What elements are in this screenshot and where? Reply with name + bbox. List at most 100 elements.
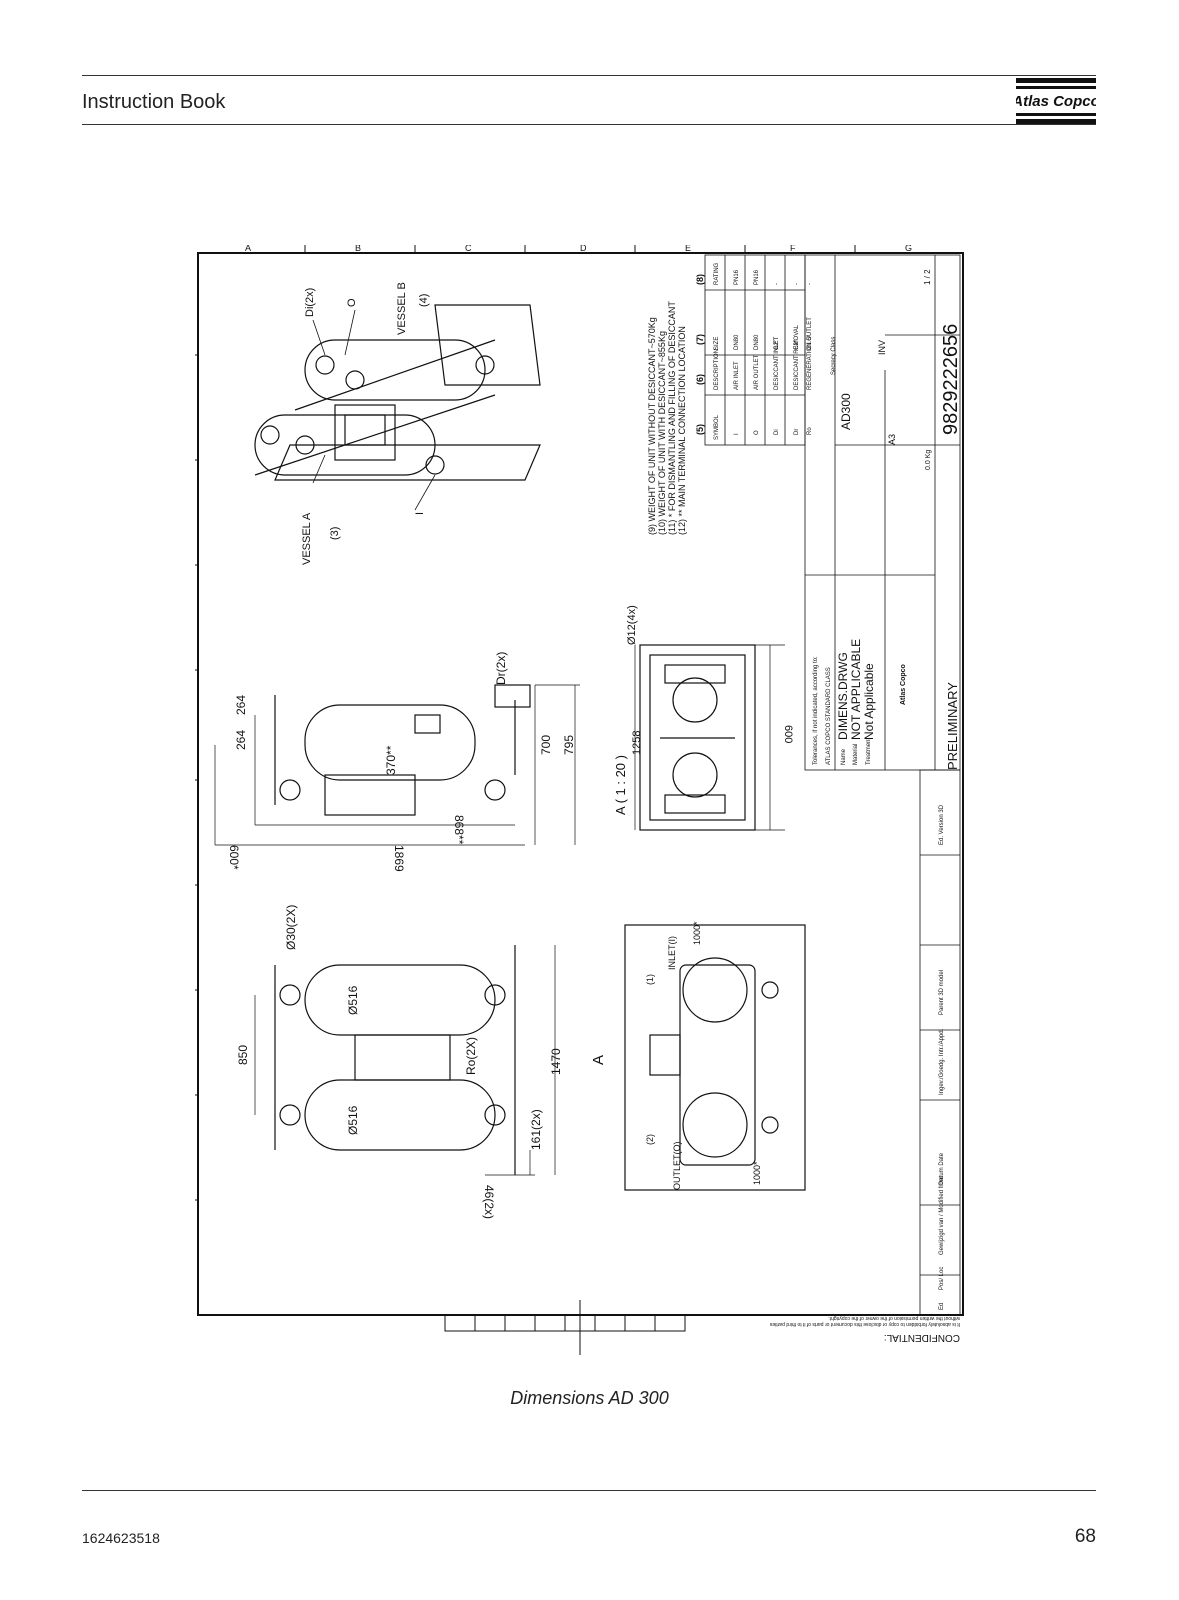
table-header: SYMBOL bbox=[714, 414, 720, 440]
name-label: Name bbox=[841, 748, 847, 765]
footer-cell: Ingev./Goedg. Intr./Appd. bbox=[939, 1028, 945, 1095]
table-cell: DESICCANT REMOVAL bbox=[794, 324, 800, 390]
dim-795: 795 bbox=[562, 735, 576, 755]
table-cell: DESICCANT INLET bbox=[774, 336, 780, 390]
confidential-block: CONFIDENTIAL: It is absolutely forbidden… bbox=[769, 1315, 960, 1343]
drawing-svg: A B C D E F G 10 9 8 7 6 5 4 3 2 1 VESSE… bbox=[183, 243, 964, 1355]
dim-370: 370** bbox=[384, 745, 398, 775]
dim-1869: 1869 bbox=[392, 845, 406, 872]
weight-value: 0.0 Kg bbox=[925, 450, 932, 470]
table-cell: - bbox=[794, 283, 800, 285]
tolerances-note: Tolerances, if not indicated, according … bbox=[813, 656, 819, 765]
table-cell: I bbox=[734, 433, 740, 435]
table-ref: (6) bbox=[695, 374, 705, 385]
o-label: O bbox=[346, 298, 358, 307]
standard-note: ATLAS COPCO STANDARD CLASS bbox=[826, 667, 832, 765]
table-cell: AIR OUTLET bbox=[754, 354, 760, 390]
isometric-view bbox=[254, 304, 541, 481]
scale-view-label: A ( 1 : 20 ) bbox=[613, 755, 628, 815]
title-block-logo: Atlas Copco bbox=[900, 664, 907, 705]
side-dimension-lines bbox=[214, 684, 580, 846]
table-cell: O bbox=[754, 430, 760, 435]
table-cell: AIR INLET bbox=[734, 361, 740, 390]
footer-cell: Datum Date bbox=[939, 1152, 945, 1185]
inlet-label: INLET(I) bbox=[667, 936, 677, 970]
vessel-a-ref: (3) bbox=[329, 527, 341, 540]
document-number: 1624623518 bbox=[82, 1530, 160, 1546]
ro-label: Ro(2X) bbox=[464, 1037, 478, 1075]
dim-600-star: 600* bbox=[227, 845, 241, 870]
vessel-b-ref: (4) bbox=[418, 294, 430, 307]
format-value: A3 bbox=[887, 434, 897, 445]
dim-264-right: 264 bbox=[234, 695, 248, 715]
model-value: AD300 bbox=[839, 393, 853, 430]
zone-label: B bbox=[355, 245, 361, 253]
ref-1: (1) bbox=[645, 974, 655, 985]
table-cell: REGENERATION OUTLET bbox=[807, 317, 813, 390]
treatment-label: Treatment bbox=[866, 738, 872, 765]
table-cell: - bbox=[774, 283, 780, 285]
note-line: (12) ** MAIN TERMINAL CONNECTION LOCATIO… bbox=[677, 326, 687, 535]
zone-label: D bbox=[580, 245, 587, 253]
secrecy-class-label: Secrecy Class bbox=[831, 337, 837, 375]
outlet-label: OUTLET(O) bbox=[672, 1141, 682, 1190]
material-label: Material bbox=[853, 744, 859, 765]
d30-label: Ø30(2X) bbox=[284, 905, 298, 950]
dim-850: 850 bbox=[236, 1045, 250, 1065]
treatment-value: Not Applicable bbox=[862, 663, 876, 740]
note-line: (11) * FOR DISMANTLING AND FILLING OF DE… bbox=[667, 301, 677, 535]
title-block bbox=[804, 254, 961, 1316]
table-cell: DN80 bbox=[754, 334, 760, 350]
table-cell: PN16 bbox=[734, 269, 740, 285]
zone-label: F bbox=[790, 245, 796, 253]
confidential-label: CONFIDENTIAL: bbox=[884, 1332, 960, 1343]
zone-label: G bbox=[905, 245, 912, 253]
d516-label-bottom: Ø516 bbox=[346, 1105, 360, 1135]
table-cell: G2" bbox=[774, 340, 780, 350]
dr-label: Dr(2x) bbox=[494, 652, 508, 685]
dim-264-left: 264 bbox=[234, 730, 248, 750]
zone-label: A bbox=[245, 245, 251, 253]
header-title: Instruction Book bbox=[82, 91, 226, 113]
dim-600: 600 bbox=[782, 725, 794, 743]
figure-caption: Dimensions AD 300 bbox=[510, 1388, 669, 1408]
vessel-a-label: VESSEL A bbox=[301, 512, 313, 565]
table-cell: G1.5" bbox=[807, 335, 813, 350]
secrecy-class-value: INV bbox=[877, 340, 887, 355]
di-label: Di(2x) bbox=[304, 288, 316, 317]
zone-label: E bbox=[685, 245, 691, 253]
footer-cell: Pos/ Loc bbox=[939, 1267, 945, 1290]
d516-label-top: Ø516 bbox=[346, 985, 360, 1015]
i-label: I bbox=[414, 512, 426, 515]
vessel-b-label: VESSEL B bbox=[396, 282, 408, 335]
dim-46: 46(2x) bbox=[482, 1185, 496, 1219]
drawing-number: 9829222656 bbox=[940, 324, 962, 435]
page-number: 68 bbox=[1074, 1526, 1096, 1547]
logo-text: Atlas Copco bbox=[1016, 93, 1096, 110]
dimension-drawing: A B C D E F G 10 9 8 7 6 5 4 3 2 1 VESSE… bbox=[183, 243, 985, 1365]
table-cell: Ro bbox=[807, 427, 813, 435]
front-elevation-view bbox=[274, 945, 516, 1175]
drawing-name: DIMENS.DRWG bbox=[836, 652, 850, 740]
dim-1000-bottom: 1000* bbox=[752, 1161, 762, 1185]
table-cell: - bbox=[807, 283, 813, 285]
table-cell: G2" bbox=[794, 340, 800, 350]
footer-cell: Ed. Version 3D bbox=[939, 804, 945, 845]
table-cell: Dr bbox=[794, 429, 800, 435]
connection-detail-view bbox=[624, 924, 806, 1191]
confidential-note: It is absolutely forbidden to copy or di… bbox=[769, 1321, 960, 1327]
footer-rule bbox=[82, 1490, 1096, 1491]
plan-view-a bbox=[639, 644, 756, 831]
status-preliminary: PRELIMINARY bbox=[945, 682, 960, 770]
side-elevation-view bbox=[274, 684, 531, 816]
dim-1000-top: 1000* bbox=[692, 921, 702, 945]
table-header: SIZE bbox=[714, 337, 720, 350]
dim-868: 868** bbox=[452, 815, 466, 845]
ref-2: (2) bbox=[645, 1134, 655, 1145]
table-ref: (5) bbox=[695, 424, 705, 435]
view-a-arrow-label: A bbox=[590, 1055, 607, 1065]
sheet-number: 1 / 2 bbox=[923, 269, 932, 285]
footer-cell: Parent 3D model bbox=[939, 970, 945, 1015]
header-rule-top bbox=[82, 75, 1096, 76]
note-line: (10) WEIGHT OF UNIT WITH DESICCANT~855Kg bbox=[657, 331, 667, 535]
